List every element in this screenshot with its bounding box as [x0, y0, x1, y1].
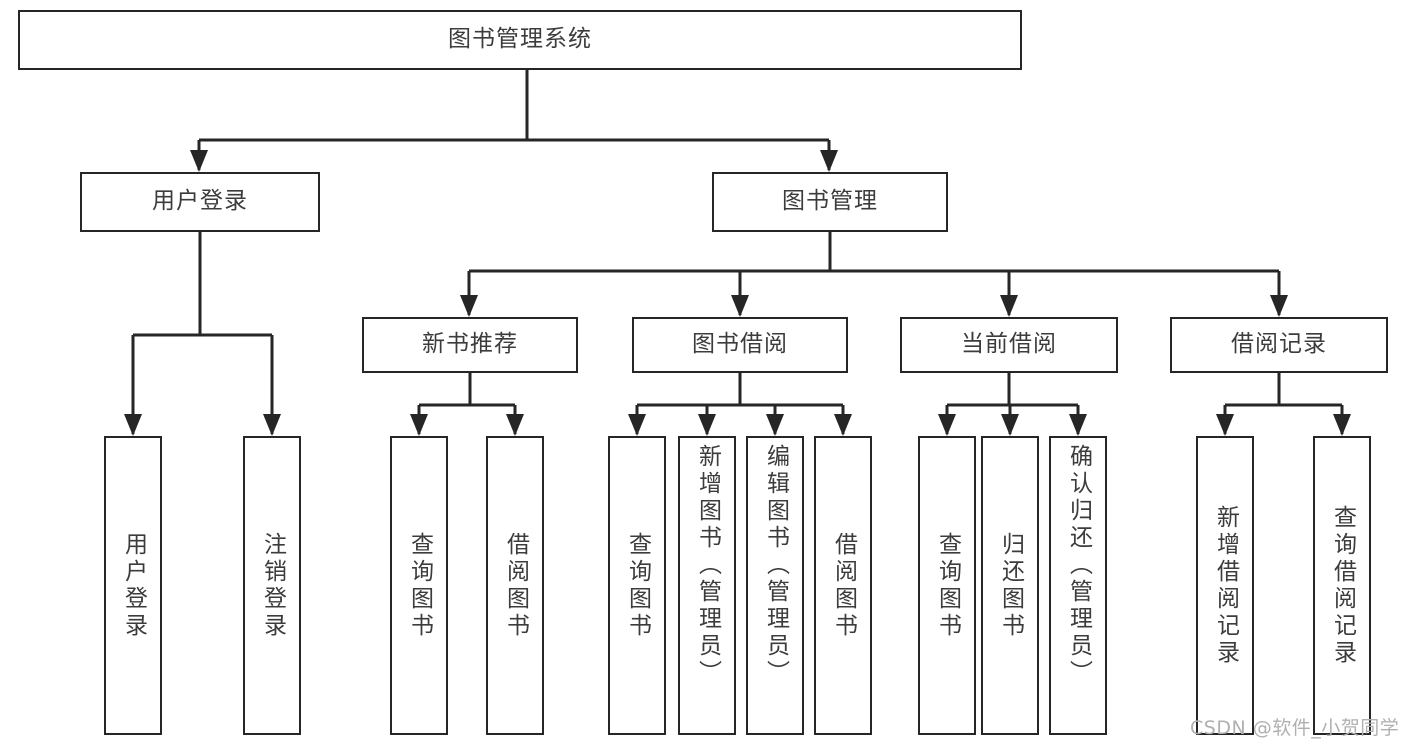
node-borrow-record[interactable]: 借阅记录 [1170, 317, 1388, 373]
node-label: 借阅记录 [1231, 331, 1327, 358]
arrow-head-icon [1069, 414, 1087, 436]
node-leaf-borrow-book-1[interactable]: 借阅图书 [486, 436, 544, 735]
arrow-head-icon [938, 414, 956, 436]
node-leaf-user-login[interactable]: 用户登录 [104, 436, 162, 735]
node-book-manage[interactable]: 图书管理 [712, 172, 948, 232]
node-label: 编辑图书（管理员） [762, 444, 789, 687]
arrow-head-icon [628, 414, 646, 436]
node-label: 新增图书（管理员） [694, 444, 721, 687]
node-label: 确认归还（管理员） [1065, 444, 1092, 687]
node-leaf-confirm-return-admin[interactable]: 确认归还（管理员） [1049, 436, 1107, 735]
arrow-head-icon [834, 414, 852, 436]
arrow-head-icon [263, 414, 281, 436]
node-leaf-return-book[interactable]: 归还图书 [981, 436, 1039, 735]
node-leaf-logout[interactable]: 注销登录 [243, 436, 301, 735]
arrow-head-icon [460, 295, 478, 317]
node-label: 借阅图书 [502, 531, 529, 640]
arrow-head-icon [698, 414, 716, 436]
arrow-head-icon [1000, 295, 1018, 317]
node-label: 图书管理 [782, 188, 878, 215]
node-label: 查询图书 [934, 531, 961, 640]
arrow-head-icon [766, 414, 784, 436]
node-user-login[interactable]: 用户登录 [80, 172, 320, 232]
arrow-head-icon [1001, 414, 1019, 436]
arrow-head-icon [506, 414, 524, 436]
node-label: 图书管理系统 [448, 26, 592, 53]
node-leaf-borrow-book-2[interactable]: 借阅图书 [814, 436, 872, 735]
node-leaf-query-book-1[interactable]: 查询图书 [390, 436, 448, 735]
node-leaf-query-borrow-record[interactable]: 查询借阅记录 [1313, 436, 1371, 735]
node-book-borrow[interactable]: 图书借阅 [632, 317, 848, 373]
node-leaf-query-book-3[interactable]: 查询图书 [918, 436, 976, 735]
node-label: 归还图书 [997, 531, 1024, 640]
arrow-head-icon [1333, 414, 1351, 436]
node-label: 查询图书 [406, 531, 433, 640]
node-label: 当前借阅 [961, 331, 1057, 358]
node-label: 注销登录 [259, 531, 286, 640]
node-label: 新书推荐 [422, 331, 518, 358]
arrow-head-icon [731, 295, 749, 317]
arrow-head-icon [410, 414, 428, 436]
arrow-head-icon [124, 414, 142, 436]
node-label: 查询图书 [624, 531, 651, 640]
node-label: 图书借阅 [692, 331, 788, 358]
node-leaf-add-borrow-record[interactable]: 新增借阅记录 [1196, 436, 1254, 735]
node-leaf-edit-book-admin[interactable]: 编辑图书（管理员） [746, 436, 804, 735]
node-label: 用户登录 [152, 188, 248, 215]
arrow-head-icon [820, 150, 838, 172]
node-label: 查询借阅记录 [1329, 504, 1356, 667]
node-new-book-rec[interactable]: 新书推荐 [362, 317, 578, 373]
arrow-head-icon [1216, 414, 1234, 436]
watermark-label: CSDN @软件_小贺同学 [1190, 717, 1400, 739]
node-label: 借阅图书 [830, 531, 857, 640]
node-label: 用户登录 [120, 531, 147, 640]
node-root[interactable]: 图书管理系统 [18, 10, 1022, 70]
node-leaf-add-book-admin[interactable]: 新增图书（管理员） [678, 436, 736, 735]
node-label: 新增借阅记录 [1212, 504, 1239, 667]
arrow-head-icon [190, 150, 208, 172]
node-current-borrow[interactable]: 当前借阅 [900, 317, 1118, 373]
node-leaf-query-book-2[interactable]: 查询图书 [608, 436, 666, 735]
arrow-head-icon [1270, 295, 1288, 317]
